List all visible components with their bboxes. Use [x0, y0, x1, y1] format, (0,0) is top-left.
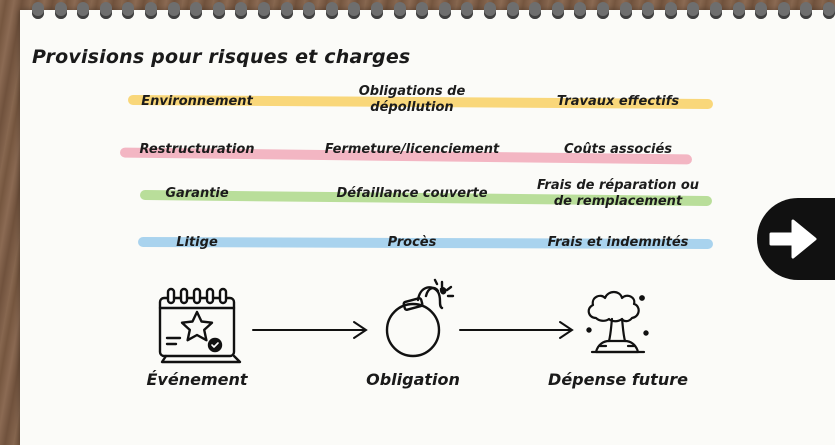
spiral-hole — [438, 2, 451, 19]
row-2-col-2: Fermeture/licenciement — [324, 142, 500, 157]
row-2-col-1: Restructuration — [139, 142, 255, 157]
spiral-hole — [529, 2, 542, 19]
spiral-hole — [551, 2, 564, 19]
spiral-hole — [642, 2, 655, 19]
spiral-hole — [167, 2, 180, 19]
row-4-col-3: Frais et indemnités — [547, 235, 689, 250]
spiral-hole — [823, 2, 835, 19]
spiral-hole — [800, 2, 813, 19]
row-1-col-2: Obligations de dépollution — [358, 84, 466, 115]
spiral-hole — [777, 2, 790, 19]
spiral-hole — [574, 2, 587, 19]
spiral-hole — [190, 2, 203, 19]
spiral-hole — [303, 2, 316, 19]
bomb-icon — [385, 278, 455, 358]
explosion-icon — [586, 290, 649, 354]
row-3-col-2: Défaillance couverte — [336, 186, 488, 201]
spiral-hole — [258, 2, 270, 19]
row-4-col-1: Litige — [176, 235, 218, 250]
row-1-col-3: Travaux effectifs — [556, 94, 680, 109]
next-slide-button[interactable] — [757, 198, 835, 280]
spiral-hole — [710, 2, 722, 19]
notebook-page — [20, 10, 835, 445]
row-3-col-1: Garantie — [165, 186, 229, 201]
row-3-col-3: Frais de réparation ou de remplacement — [536, 178, 700, 209]
spiral-hole — [122, 2, 135, 19]
spiral-hole — [99, 2, 112, 19]
spiral-hole — [54, 2, 67, 19]
spiral-hole — [732, 2, 745, 19]
spiral-hole — [664, 2, 677, 19]
row-2-col-3: Coûts associés — [563, 142, 673, 157]
spiral-hole — [235, 2, 248, 19]
spiral-hole — [755, 2, 768, 19]
flow-label-future-expense: Dépense future — [548, 370, 688, 389]
spiral-holes — [20, 0, 835, 22]
arrow-right-icon — [769, 219, 817, 259]
flow-arrow-1 — [252, 321, 368, 339]
spiral-hole — [687, 2, 700, 19]
flow-arrow-2 — [459, 321, 574, 339]
row-1-col-1: Environnement — [141, 94, 253, 109]
spiral-hole — [484, 2, 496, 19]
spiral-hole — [619, 2, 632, 19]
spiral-hole — [393, 2, 406, 19]
flow-label-obligation: Obligation — [366, 370, 460, 389]
spiral-hole — [461, 2, 474, 19]
spiral-hole — [212, 2, 225, 19]
spiral-hole — [371, 2, 383, 19]
spiral-hole — [325, 2, 338, 19]
row-4-col-2: Procès — [387, 235, 437, 250]
spiral-hole — [77, 2, 90, 19]
spiral-hole — [348, 2, 361, 19]
calendar-star-icon — [158, 287, 242, 364]
spiral-hole — [597, 2, 609, 19]
spiral-hole — [506, 2, 519, 19]
flow-label-event: Événement — [146, 370, 248, 389]
spiral-hole — [280, 2, 293, 19]
spiral-hole — [145, 2, 157, 19]
page-title: Provisions pour risques et charges — [32, 46, 411, 68]
spiral-hole — [32, 2, 44, 19]
spiral-hole — [416, 2, 429, 19]
